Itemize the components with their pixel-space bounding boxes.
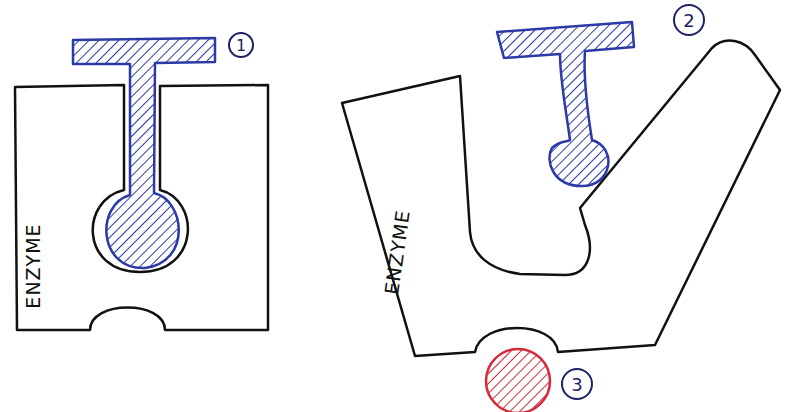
enzyme-outline	[13, 83, 271, 333]
callout-number: 1	[228, 32, 254, 58]
inhibitor-shape	[486, 349, 550, 412]
callout-number: 2	[673, 4, 705, 36]
substrate-shape	[73, 38, 215, 268]
enzyme-outline	[340, 38, 783, 358]
callout-number: 3	[561, 368, 593, 400]
enzyme-shape: ENZYME	[340, 38, 783, 358]
enzyme-outline	[342, 41, 780, 356]
enzyme-shape: ENZYME	[13, 83, 271, 333]
enzyme-label: ENZYME	[22, 223, 44, 308]
callout-number: 1	[236, 36, 246, 55]
callout-number: 3	[571, 374, 582, 395]
callout-number: 2	[683, 10, 694, 31]
substrate-shape	[497, 22, 634, 186]
enzyme-outline	[15, 85, 268, 330]
